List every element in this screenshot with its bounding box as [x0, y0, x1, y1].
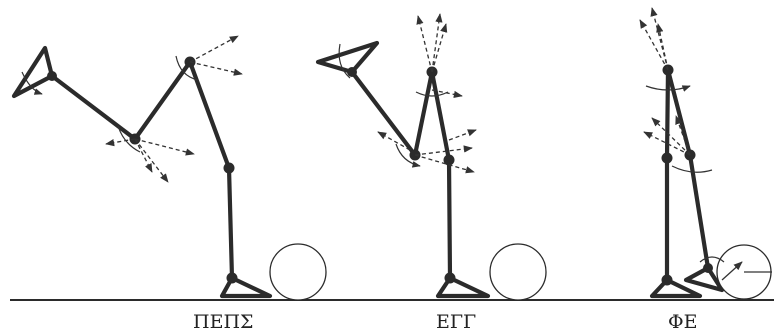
middle-arc-hip — [415, 91, 449, 97]
right-support-leg — [664, 67, 671, 283]
right-arc-ankle — [699, 256, 725, 263]
figure-right-stick — [639, 7, 772, 300]
right-support-foot — [649, 277, 703, 299]
left-vector-hip-2 — [189, 61, 243, 76]
middle-ball — [489, 243, 547, 301]
middle-arc-knee — [395, 143, 421, 168]
label-right: ΦΕ — [668, 311, 697, 333]
left-swing-leg — [49, 59, 193, 142]
middle-joint-ankle-swing — [347, 67, 357, 77]
left-joint-ankle-swing — [47, 71, 57, 81]
right-arc-hip — [645, 85, 691, 92]
left-joint-ankle-support — [226, 272, 238, 284]
middle-joint-knee-support — [443, 154, 455, 166]
left-vector-knee-4 — [134, 138, 153, 173]
right-joint-ankle-swing — [703, 263, 713, 273]
middle-joint-ankle-support — [444, 272, 456, 284]
left-vector-knee-3 — [105, 138, 136, 147]
middle-swing-leg — [349, 69, 435, 158]
right-vector-hip-2 — [639, 19, 669, 71]
middle-support-leg — [429, 69, 453, 281]
middle-vector-knee-3 — [448, 129, 477, 141]
left-arc-hip — [175, 55, 199, 81]
figure-middle-stick — [315, 13, 547, 301]
middle-arc-ankle — [338, 43, 351, 79]
label-left: ΠΕΠΣ — [193, 311, 253, 333]
middle-vector-hip-3 — [431, 23, 448, 73]
middle-vector-hip-2 — [431, 13, 443, 73]
left-joint-knee-support — [223, 162, 235, 174]
left-vector-hip-1 — [189, 35, 239, 63]
right-swing-foot — [683, 265, 725, 293]
left-swing-foot — [11, 45, 55, 99]
label-middle: ΕΓΓ — [436, 311, 476, 333]
left-arc-ankle — [21, 71, 43, 95]
middle-vector-hip-1 — [416, 15, 433, 73]
left-vector-knee-2 — [134, 138, 169, 183]
right-vector-knee-1 — [651, 117, 691, 156]
left-ball — [269, 243, 327, 301]
middle-vector-knee-1 — [414, 145, 473, 156]
right-vector-ball — [721, 261, 743, 281]
middle-support-foot — [435, 275, 491, 299]
left-support-foot — [219, 275, 273, 299]
right-vector-knee-2 — [643, 131, 691, 156]
right-arc-knee — [671, 165, 713, 173]
right-swing-leg — [665, 67, 711, 271]
right-joint-knee-support — [661, 152, 673, 164]
left-arc-knee — [117, 125, 141, 153]
right-joint-ankle-support — [661, 274, 673, 286]
middle-swing-foot — [315, 40, 380, 75]
figure-left-stick — [11, 35, 327, 301]
middle-vector-knee-2 — [414, 154, 475, 174]
left-vector-knee-1 — [134, 138, 195, 156]
middle-vector-swing-1 — [377, 131, 411, 151]
right-vector-hip-3 — [656, 23, 669, 71]
